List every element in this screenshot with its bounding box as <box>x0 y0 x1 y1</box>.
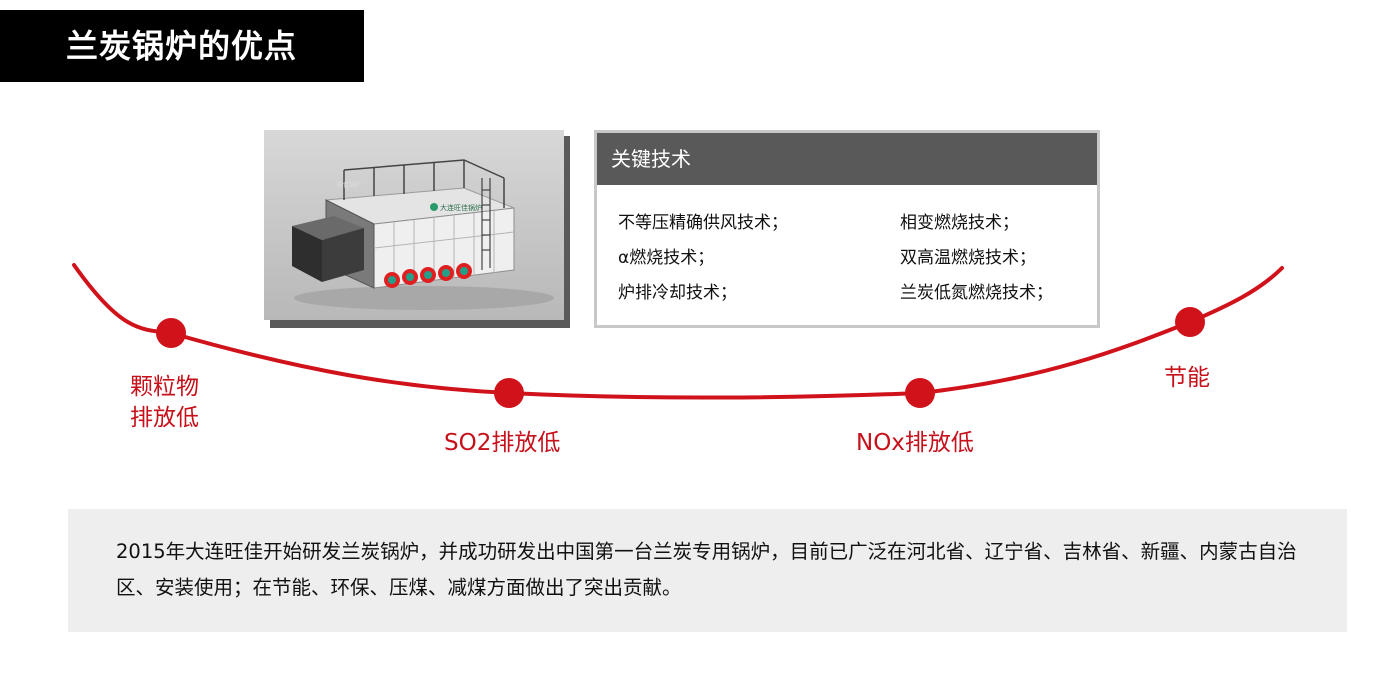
boiler-image: 大连旺佳锅炉 旺佳锅炉 <box>264 130 564 320</box>
boiler-illustration: 大连旺佳锅炉 旺佳锅炉 <box>292 159 554 310</box>
info-text: 2015年大连旺佳开始研发兰炭锅炉，并成功研发出中国第一台兰炭专用锅炉，目前已广… <box>116 540 1297 599</box>
tech-item-left-1: 不等压精确供风技术； <box>618 213 788 233</box>
label-energy-saving: 节能 <box>1164 365 1210 391</box>
label-particulates-line2: 排放低 <box>130 405 199 431</box>
key-technology-header: 关键技术 <box>597 133 1097 185</box>
key-technology-title: 关键技术 <box>611 147 691 171</box>
label-nox: NOx排放低 <box>856 430 974 456</box>
marker-dot-energy <box>1175 307 1205 337</box>
tech-item-right-3: 兰炭低氮燃烧技术； <box>900 283 1053 303</box>
title-bar: 兰炭锅炉的优点 <box>0 10 364 82</box>
page-title: 兰炭锅炉的优点 <box>66 27 298 65</box>
marker-dot-so2 <box>494 378 524 408</box>
boiler-plate-text: 旺佳锅炉 <box>337 181 361 189</box>
tech-item-left-2: α燃烧技术； <box>618 248 715 268</box>
boiler-logo-text: 大连旺佳锅炉 <box>440 203 482 212</box>
tech-item-right-1: 相变燃烧技术； <box>900 213 1019 233</box>
key-technology-box: 关键技术 不等压精确供风技术； α燃烧技术； 炉排冷却技术； 相变燃烧技术； 双… <box>594 130 1100 328</box>
marker-dot-particulates <box>156 318 186 348</box>
label-particulates: 颗粒物 排放低 <box>130 372 199 434</box>
info-panel: 2015年大连旺佳开始研发兰炭锅炉，并成功研发出中国第一台兰炭专用锅炉，目前已广… <box>68 509 1347 632</box>
tech-item-left-3: 炉排冷却技术； <box>618 283 737 303</box>
tech-item-right-2: 双高温燃烧技术； <box>900 248 1036 268</box>
label-so2: SO2排放低 <box>444 430 561 456</box>
marker-dot-nox <box>905 378 935 408</box>
label-particulates-line1: 颗粒物 <box>130 374 199 400</box>
